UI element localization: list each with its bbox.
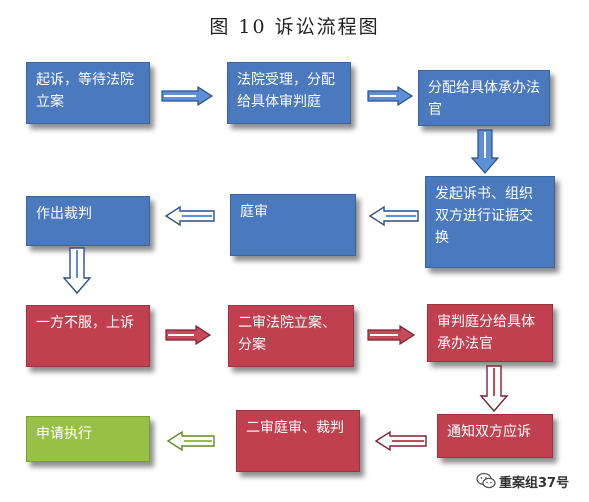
node-file-lawsuit: 起诉，等待法院立案: [26, 62, 150, 124]
arrow-down-icon: [62, 247, 92, 295]
arrow-left-icon: [368, 205, 419, 227]
arrow-down-icon: [470, 129, 500, 174]
arrow-left-icon: [374, 430, 427, 452]
arrow-right-icon: [161, 85, 214, 107]
node-assign-second-judge: 审判庭分给具体承办法官: [427, 304, 553, 362]
arrow-left-icon: [166, 430, 215, 452]
node-assign-judge: 分配给具体承办法官: [418, 70, 550, 126]
arrow-right-icon: [367, 85, 414, 107]
node-evidence-exchange: 发起诉书、组织双方进行证据交换: [425, 176, 555, 268]
arrow-right-icon: [367, 324, 416, 346]
wechat-icon: [476, 472, 496, 489]
node-court-accepts: 法院受理，分配给具体审判庭: [227, 62, 351, 124]
watermark-text: 重案组37号: [499, 475, 570, 491]
node-second-instance-filing: 二审法院立案、分案: [228, 305, 354, 367]
watermark: 重案组37号: [476, 470, 569, 492]
node-notify-parties: 通知双方应诉: [437, 414, 553, 458]
node-judgment: 作出裁判: [26, 196, 150, 246]
node-court-hearing: 庭审: [230, 194, 356, 256]
arrow-right-icon: [165, 324, 212, 346]
diagram-title: 图 10 诉讼流程图: [209, 16, 380, 38]
node-second-hearing: 二审庭审、裁判: [236, 410, 360, 472]
node-appeal: 一方不服，上诉: [26, 305, 150, 367]
node-apply-enforcement: 申请执行: [26, 416, 150, 462]
arrow-down-icon: [479, 365, 509, 413]
arrow-left-icon: [164, 205, 215, 227]
